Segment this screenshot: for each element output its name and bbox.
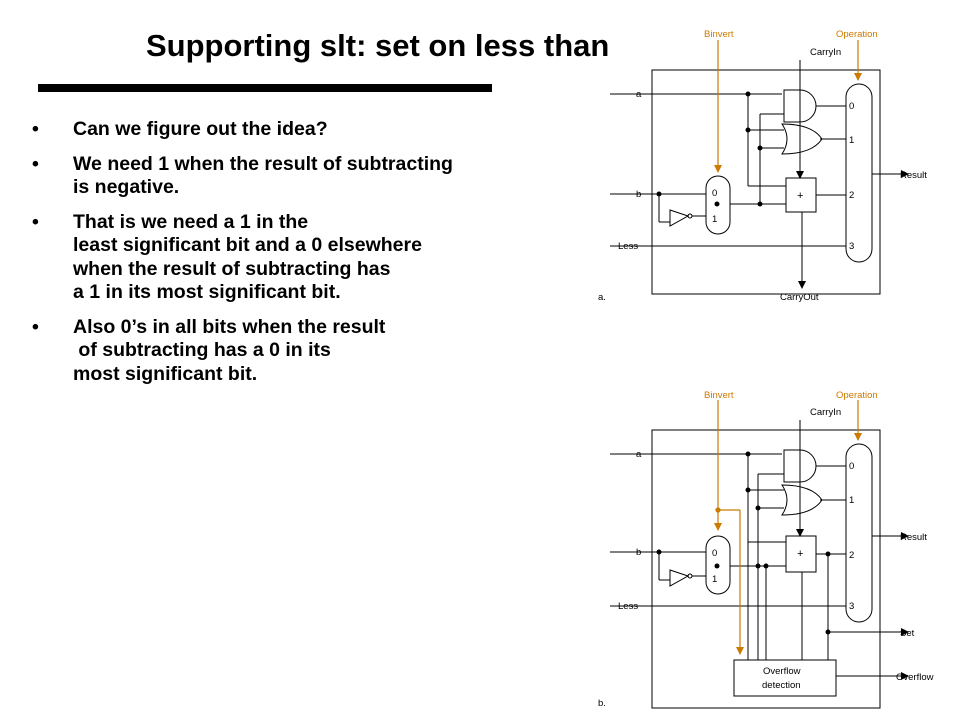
panel-label-b: b.: [598, 698, 606, 709]
input-a-label: a: [636, 89, 642, 100]
input-b-label: b: [636, 189, 641, 200]
alu-diagram-b: Binvert Operation CarryIn a b Less 0 1 +…: [598, 390, 934, 709]
bullet-item: • Also 0’s in all bits when the result of…: [32, 316, 612, 387]
bullet-text: Also 0’s in all bits when the result of …: [73, 315, 386, 385]
result-mux-input: 0: [849, 461, 854, 472]
alu-diagram-a: Binvert Operation CarryIn a b Less 0 1 +…: [598, 29, 927, 303]
inverter: [669, 209, 690, 227]
adder: [785, 177, 817, 213]
overflow-box-line2: detection: [762, 680, 801, 691]
binvert-label: Binvert: [704, 390, 734, 401]
and-gate: [783, 89, 817, 123]
mux-input-0: 0: [712, 548, 717, 559]
result-mux: [845, 443, 873, 623]
less-label: Less: [618, 601, 638, 612]
b-invert-mux: [705, 175, 731, 235]
mux-input-1: 1: [712, 574, 717, 585]
bullet-item: • We need 1 when the result of subtractin…: [32, 153, 612, 200]
b-invert-mux: [705, 535, 731, 595]
or-gate: [781, 484, 823, 516]
result-mux-input: 1: [849, 495, 854, 506]
title-underline: [38, 84, 492, 92]
less-label: Less: [618, 241, 638, 252]
result-label: Result: [900, 532, 927, 543]
mux-input-1: 1: [712, 214, 717, 225]
result-mux-input: 3: [849, 601, 854, 612]
bullet-text: Can we figure out the idea?: [73, 118, 328, 140]
result-mux-input: 2: [849, 190, 854, 201]
overflow-box-line1: Overflow: [763, 666, 801, 677]
inverter: [669, 569, 690, 587]
overflow-label: Overflow: [896, 672, 934, 683]
input-b-label: b: [636, 547, 641, 558]
adder: [785, 535, 817, 573]
slide-title: Supporting slt: set on less than: [146, 28, 610, 63]
carryin-label: CarryIn: [810, 407, 841, 418]
bullet-dot: •: [32, 210, 39, 233]
and-gate: [783, 449, 817, 483]
carryin-label: CarryIn: [810, 47, 841, 58]
set-label: Set: [900, 628, 915, 639]
result-mux: [845, 83, 873, 263]
bullet-list: • Can we figure out the idea? • We need 1 …: [32, 118, 612, 397]
binvert-label: Binvert: [704, 29, 734, 40]
bullet-dot: •: [32, 152, 39, 175]
panel-label-a: a.: [598, 292, 606, 303]
alu-cell-box: [651, 69, 881, 295]
carryout-label: CarryOut: [780, 292, 819, 303]
overflow-detection-box: [733, 659, 837, 697]
result-mux-input: 2: [849, 550, 854, 561]
alu-cell-box: [651, 429, 881, 709]
result-mux-input: 3: [849, 241, 854, 252]
result-mux-input: 1: [849, 135, 854, 146]
bullet-item: • Can we figure out the idea?: [32, 118, 612, 142]
adder-symbol: +: [797, 190, 803, 202]
bullet-dot: •: [32, 118, 39, 140]
mux-input-0: 0: [712, 188, 717, 199]
bullet-text: That is we need a 1 in the least signifi…: [73, 210, 422, 304]
result-label: Result: [900, 170, 927, 181]
result-mux-input: 0: [849, 101, 854, 112]
operation-label: Operation: [836, 29, 878, 40]
operation-label: Operation: [836, 390, 878, 401]
input-a-label: a: [636, 449, 642, 460]
bullet-dot: •: [32, 315, 39, 338]
or-gate: [781, 123, 823, 155]
bullet-text: We need 1 when the result of subtracting…: [73, 152, 453, 199]
adder-symbol: +: [797, 548, 803, 560]
bullet-item: • That is we need a 1 in the least signif…: [32, 211, 612, 305]
